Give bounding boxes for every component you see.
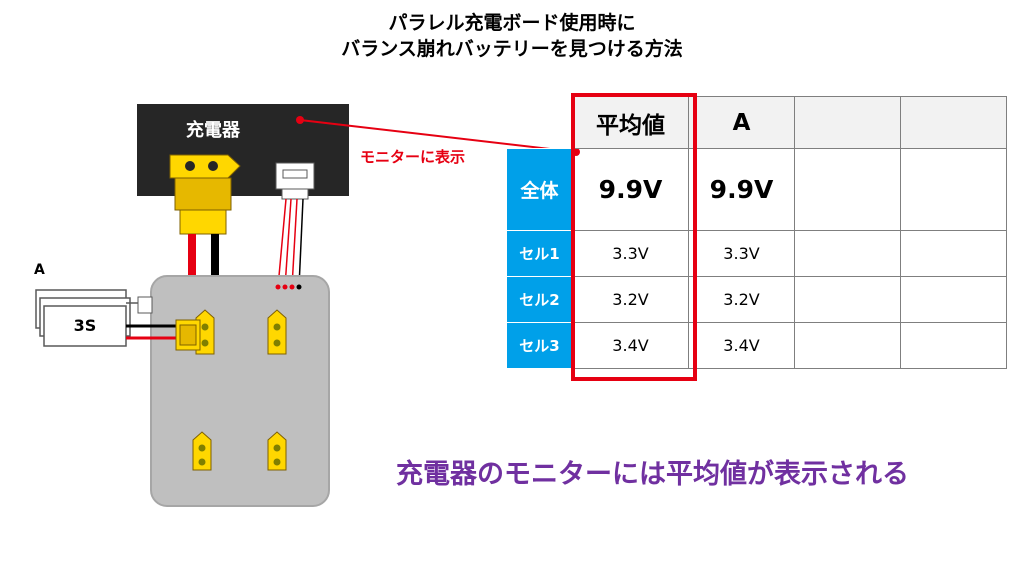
red-wire: [188, 234, 196, 286]
balance-wire: [284, 198, 292, 288]
balance-wire: [277, 198, 287, 288]
empty-cell: [900, 322, 1007, 369]
average-display-message: 充電器のモニターには平均値が表示される: [396, 459, 909, 490]
page-title: パラレル充電ボード使用時に バランス崩れバッテリーを見つける方法: [0, 10, 1024, 62]
total-average-cell: 9.9V: [572, 148, 689, 231]
row-label-cell1: セル1: [506, 230, 573, 277]
balance-plug: [281, 188, 309, 200]
empty-cell: [900, 148, 1007, 231]
port-pin: [185, 161, 195, 171]
cell3-average-cell: 3.4V: [572, 322, 689, 369]
balance-wire: [298, 198, 304, 288]
monitor-callout-label: モニターに表示: [360, 148, 466, 166]
board-port-bottom-left: [192, 431, 212, 471]
header-empty: [794, 96, 901, 149]
port-pin: [208, 161, 218, 171]
total-a-cell: 9.9V: [688, 148, 795, 231]
table-corner: [507, 97, 573, 149]
xt60-plug: [174, 177, 232, 211]
cell2-average-cell: 3.2V: [572, 276, 689, 323]
title-line-1: パラレル充電ボード使用時に: [388, 12, 636, 34]
black-wire: [211, 234, 219, 286]
empty-cell: [794, 148, 901, 231]
title-line-2: バランス崩れバッテリーを見つける方法: [341, 38, 683, 60]
callout-dot-start: [296, 116, 304, 124]
xt60-plug-base: [179, 209, 227, 235]
board-port-top-right: [267, 309, 287, 355]
average-column-highlight: [571, 93, 697, 381]
header-average: 平均値: [572, 96, 689, 149]
cell2-a-cell: 3.2V: [688, 276, 795, 323]
table-row: セル1 3.3V 3.3V: [506, 230, 1007, 277]
voltage-table: 平均値 A 全体 9.9V 9.9V セル1 3.3V 3.3V セル2 3.2…: [506, 96, 1007, 369]
empty-cell: [794, 322, 901, 369]
empty-cell: [900, 230, 1007, 277]
charger-xt60-port: [169, 154, 241, 179]
board-port-bottom-right: [267, 431, 287, 471]
row-label-cell3: セル3: [506, 322, 573, 369]
row-label-cell2: セル2: [506, 276, 573, 323]
empty-cell: [794, 230, 901, 277]
table-header-row: 平均値 A: [507, 96, 1007, 149]
table-row: セル3 3.4V 3.4V: [506, 322, 1007, 369]
balance-wire-ends: [275, 284, 302, 290]
balance-port-slot: [282, 169, 308, 179]
callout-line: [299, 119, 577, 153]
parallel-board: [150, 275, 330, 507]
battery-type-label: 3S: [73, 316, 97, 335]
charger-label: 充電器: [186, 120, 240, 141]
battery-label: A: [34, 262, 45, 278]
cell3-a-cell: 3.4V: [688, 322, 795, 369]
header-empty: [900, 96, 1007, 149]
balance-wire: [291, 198, 298, 288]
table-row: 全体 9.9V 9.9V: [506, 148, 1007, 231]
header-a: A: [688, 96, 795, 149]
battery-balance-connector: [137, 296, 153, 314]
row-label-total: 全体: [506, 148, 573, 231]
empty-cell: [794, 276, 901, 323]
empty-cell: [900, 276, 1007, 323]
cell1-a-cell: 3.3V: [688, 230, 795, 277]
